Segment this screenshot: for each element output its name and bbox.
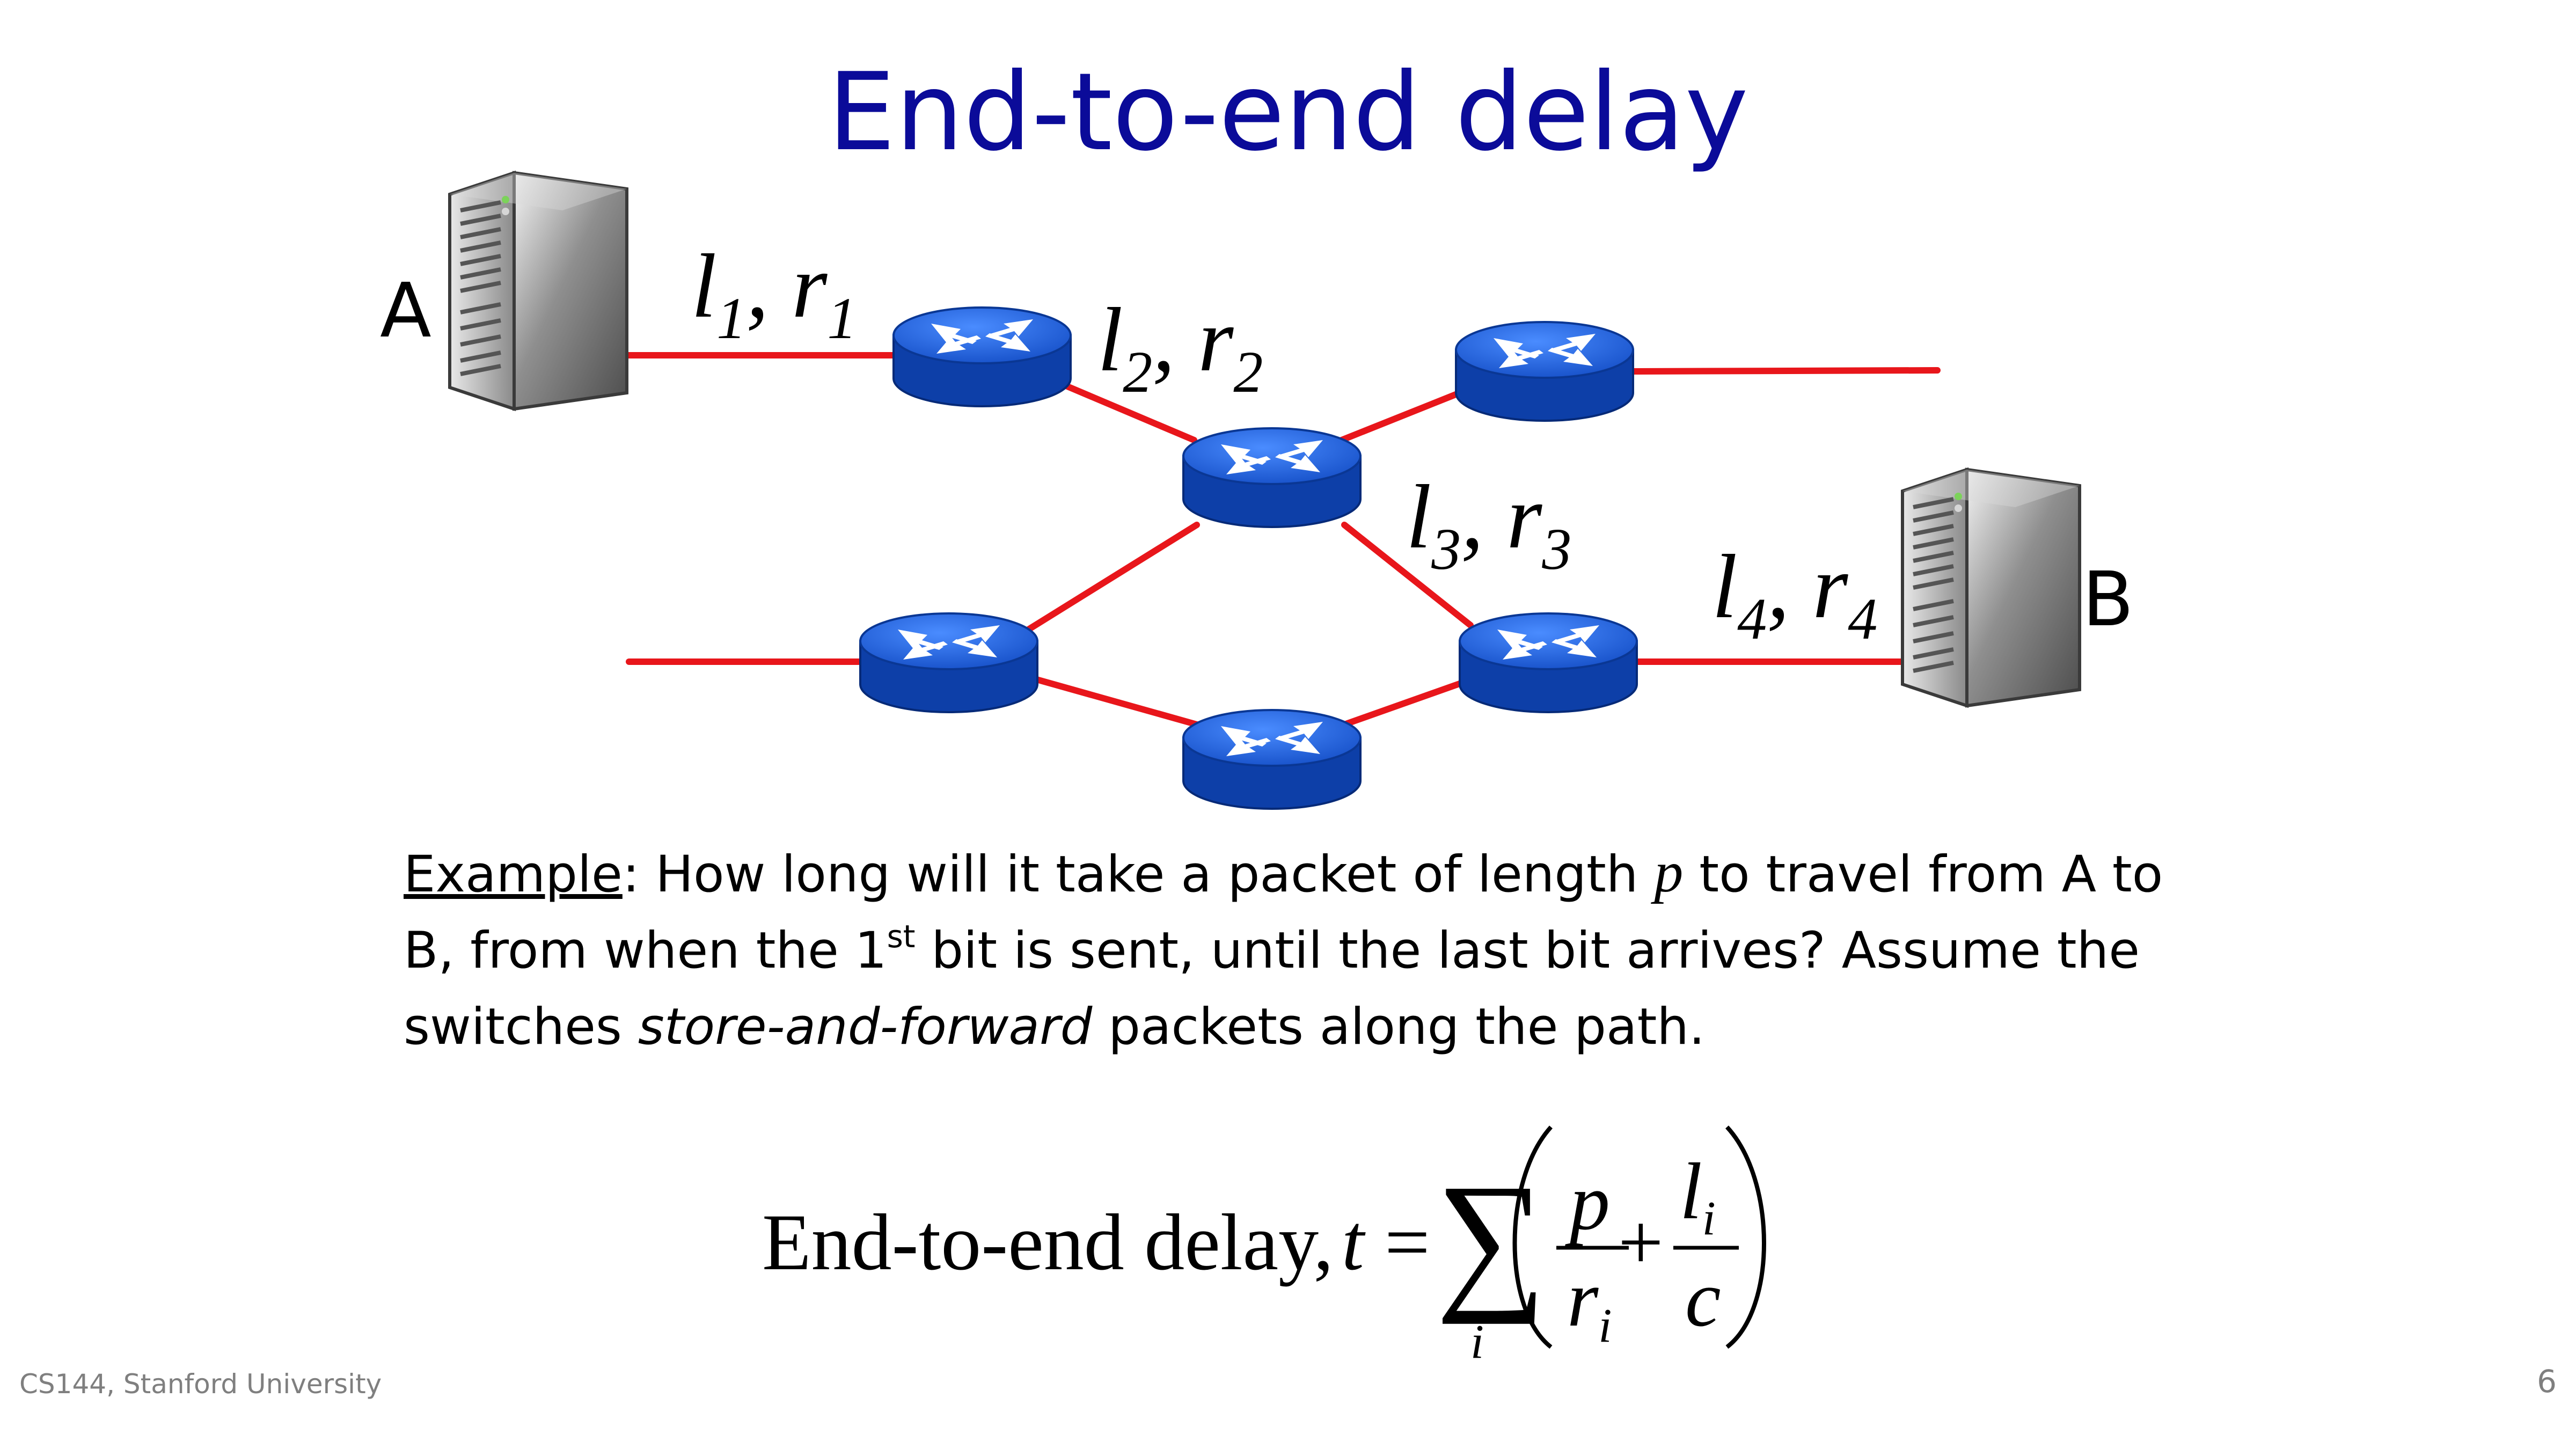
link-label-2: l2, r2 <box>1097 289 1263 405</box>
server-b <box>1902 470 2080 706</box>
link-lower-down <box>1022 673 1200 728</box>
link-branch-upper <box>1338 387 1468 443</box>
node-label-b: B <box>2082 556 2134 643</box>
formula-c: c <box>1685 1254 1721 1343</box>
router-2 <box>1455 321 1634 422</box>
link-out-upper <box>1628 367 1941 375</box>
link-label-1: l1, r1 <box>691 236 857 351</box>
example-italic: store-and-forward <box>638 998 1093 1056</box>
delay-formula: End-to-end delay, t = ∑ i p ri + li c <box>762 1125 1766 1368</box>
router-5 <box>1459 612 1638 713</box>
router-6 <box>1182 709 1362 810</box>
formula-plus: + <box>1618 1198 1664 1287</box>
formula-right-paren <box>1725 1125 1766 1349</box>
formula-label: End-to-end delay, <box>762 1198 1334 1287</box>
node-label-a: A <box>380 267 431 355</box>
router-1 <box>892 306 1072 407</box>
formula-sum: ∑ <box>1436 1152 1547 1324</box>
link-mid-left <box>1019 522 1200 636</box>
formula-l: li <box>1680 1147 1716 1245</box>
example-var-p: p <box>1654 840 1684 904</box>
slide-title: End-to-end delay <box>828 50 1748 175</box>
footer-page-number: 6 <box>2537 1363 2557 1400</box>
formula-sum-index: i <box>1470 1315 1484 1368</box>
formula-p: p <box>1565 1158 1610 1247</box>
router-3 <box>1182 427 1362 528</box>
example-text: Example: How long will it take a packet … <box>404 840 2163 1056</box>
link-label-4: l4, r4 <box>1712 536 1877 652</box>
example-label: Example <box>404 845 623 904</box>
footer-course: CS144, Stanford University <box>19 1368 382 1400</box>
formula-t: t <box>1342 1198 1366 1287</box>
router-4 <box>859 612 1038 713</box>
link-label-3: l3, r3 <box>1406 466 1571 582</box>
formula-r: ri <box>1567 1254 1612 1352</box>
formula-equals: = <box>1385 1198 1430 1287</box>
link-lower-up <box>1341 676 1476 728</box>
link-2 <box>1054 379 1197 443</box>
links <box>619 352 1941 728</box>
formula-left-paren <box>1512 1125 1553 1349</box>
server-a <box>450 173 627 409</box>
link-3 <box>1341 522 1474 628</box>
